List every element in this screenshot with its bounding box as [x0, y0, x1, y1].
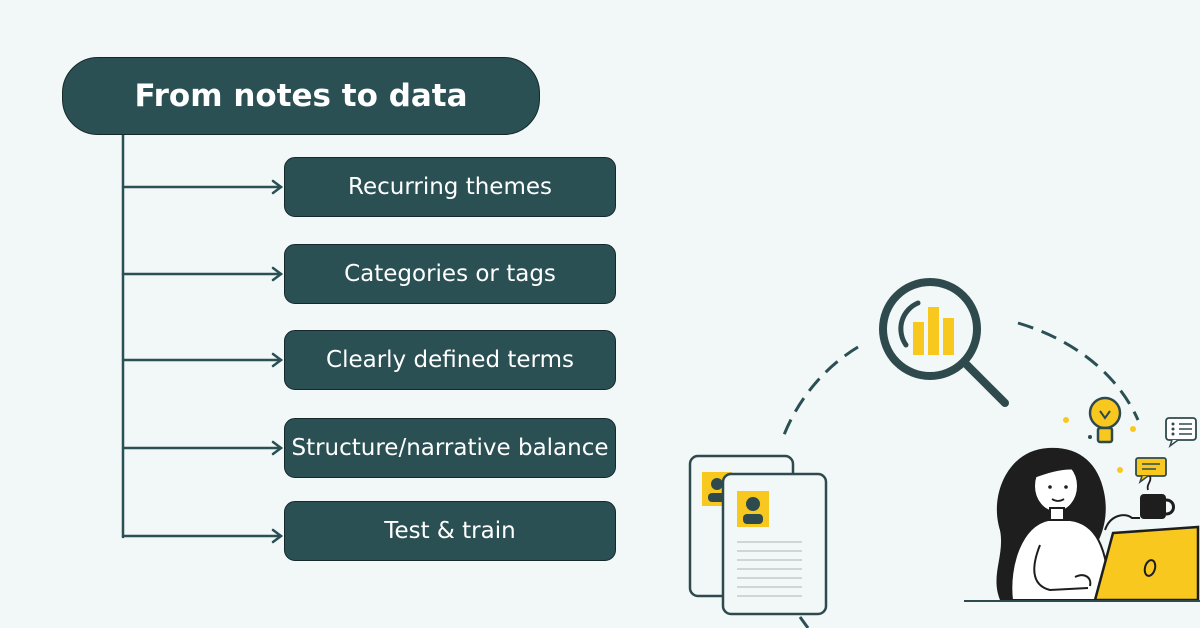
dashed-arc-left: [780, 345, 859, 441]
coffee-mug-icon: [1140, 475, 1175, 519]
document-profile-icon: [688, 454, 828, 616]
item-clearly-defined-terms: Clearly defined terms: [284, 330, 616, 390]
dashed-arc-bottom: [798, 616, 810, 628]
item-test-and-train: Test & train: [284, 501, 616, 561]
diagram-title: From notes to data: [62, 57, 540, 135]
lightbulb-icon: [1063, 396, 1136, 473]
item-categories-or-tags: Categories or tags: [284, 244, 616, 304]
laptop-icon: [1093, 525, 1200, 602]
item-structure-narrative-balance: Structure/narrative balance: [284, 418, 616, 478]
item-recurring-themes: Recurring themes: [284, 157, 616, 217]
checklist-bubble-icon: [1165, 417, 1197, 449]
magnifier-chart-icon: [879, 278, 1009, 407]
chat-bubble-icon: [1135, 457, 1167, 485]
dashed-arc-right: [1017, 321, 1140, 421]
